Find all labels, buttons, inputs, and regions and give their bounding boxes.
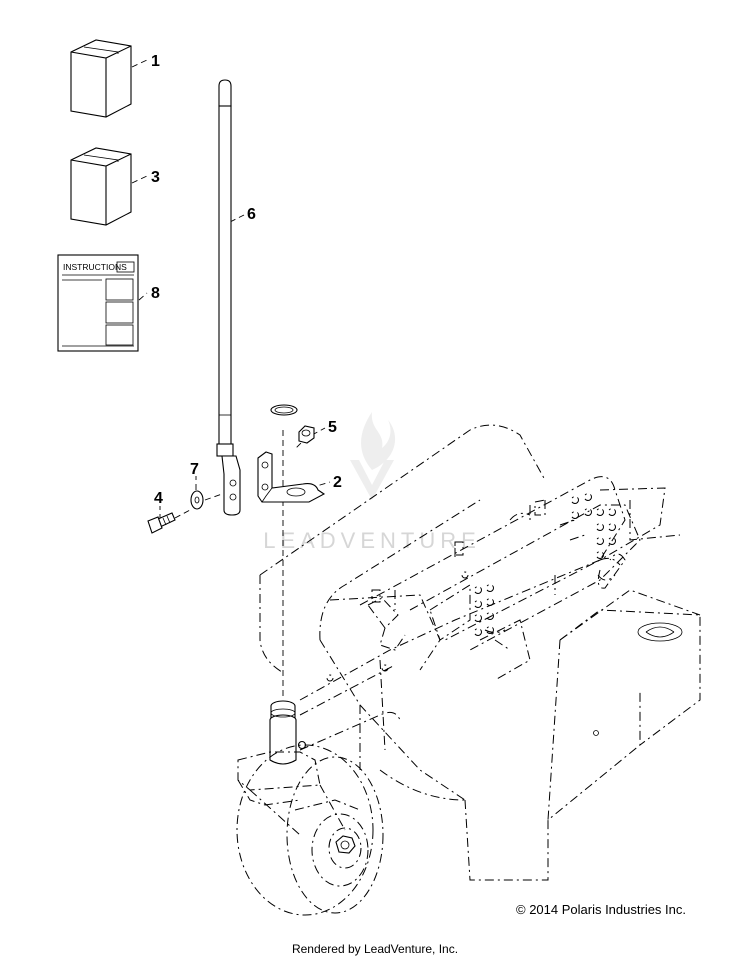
callout-3: 3 xyxy=(151,169,160,186)
mower-deck-outline xyxy=(259,424,701,881)
part-washer-7 xyxy=(190,490,204,510)
hair-pins xyxy=(371,499,626,603)
part-bolt-4 xyxy=(147,512,176,534)
flame-logo-icon xyxy=(350,412,396,500)
callout-7: 7 xyxy=(190,461,199,478)
leadventure-watermark: LEADVENTURE xyxy=(263,412,481,553)
part-bracket-2 xyxy=(257,451,326,503)
watermark-text: LEADVENTURE xyxy=(263,528,481,553)
callout-4: 4 xyxy=(154,490,163,507)
callout-5: 5 xyxy=(328,419,337,436)
callout-6: 6 xyxy=(247,206,256,223)
part-rod-6 xyxy=(216,79,241,516)
part-instructions-sheet-8: INSTRUCTIONS xyxy=(57,254,139,352)
callout-2: 2 xyxy=(333,474,342,491)
instructions-title: INSTRUCTIONS xyxy=(63,262,127,272)
caster-spindle xyxy=(269,700,307,765)
part-ring-and-nut-5 xyxy=(270,404,315,444)
rendered-by-credit: Rendered by LeadVenture, Inc. xyxy=(291,942,459,956)
part-box-1 xyxy=(70,39,132,118)
plate-hole-patterns xyxy=(326,493,616,682)
callout-1: 1 xyxy=(151,53,160,70)
caster-fork-and-wheel xyxy=(236,711,401,916)
lift-linkage-outline xyxy=(299,476,681,716)
callout-8: 8 xyxy=(151,285,160,302)
copyright-notice: © 2014 Polaris Industries Inc. xyxy=(516,902,686,917)
part-box-3 xyxy=(70,147,132,226)
callout-numbers: 1 3 8 6 5 2 7 4 xyxy=(151,53,342,507)
